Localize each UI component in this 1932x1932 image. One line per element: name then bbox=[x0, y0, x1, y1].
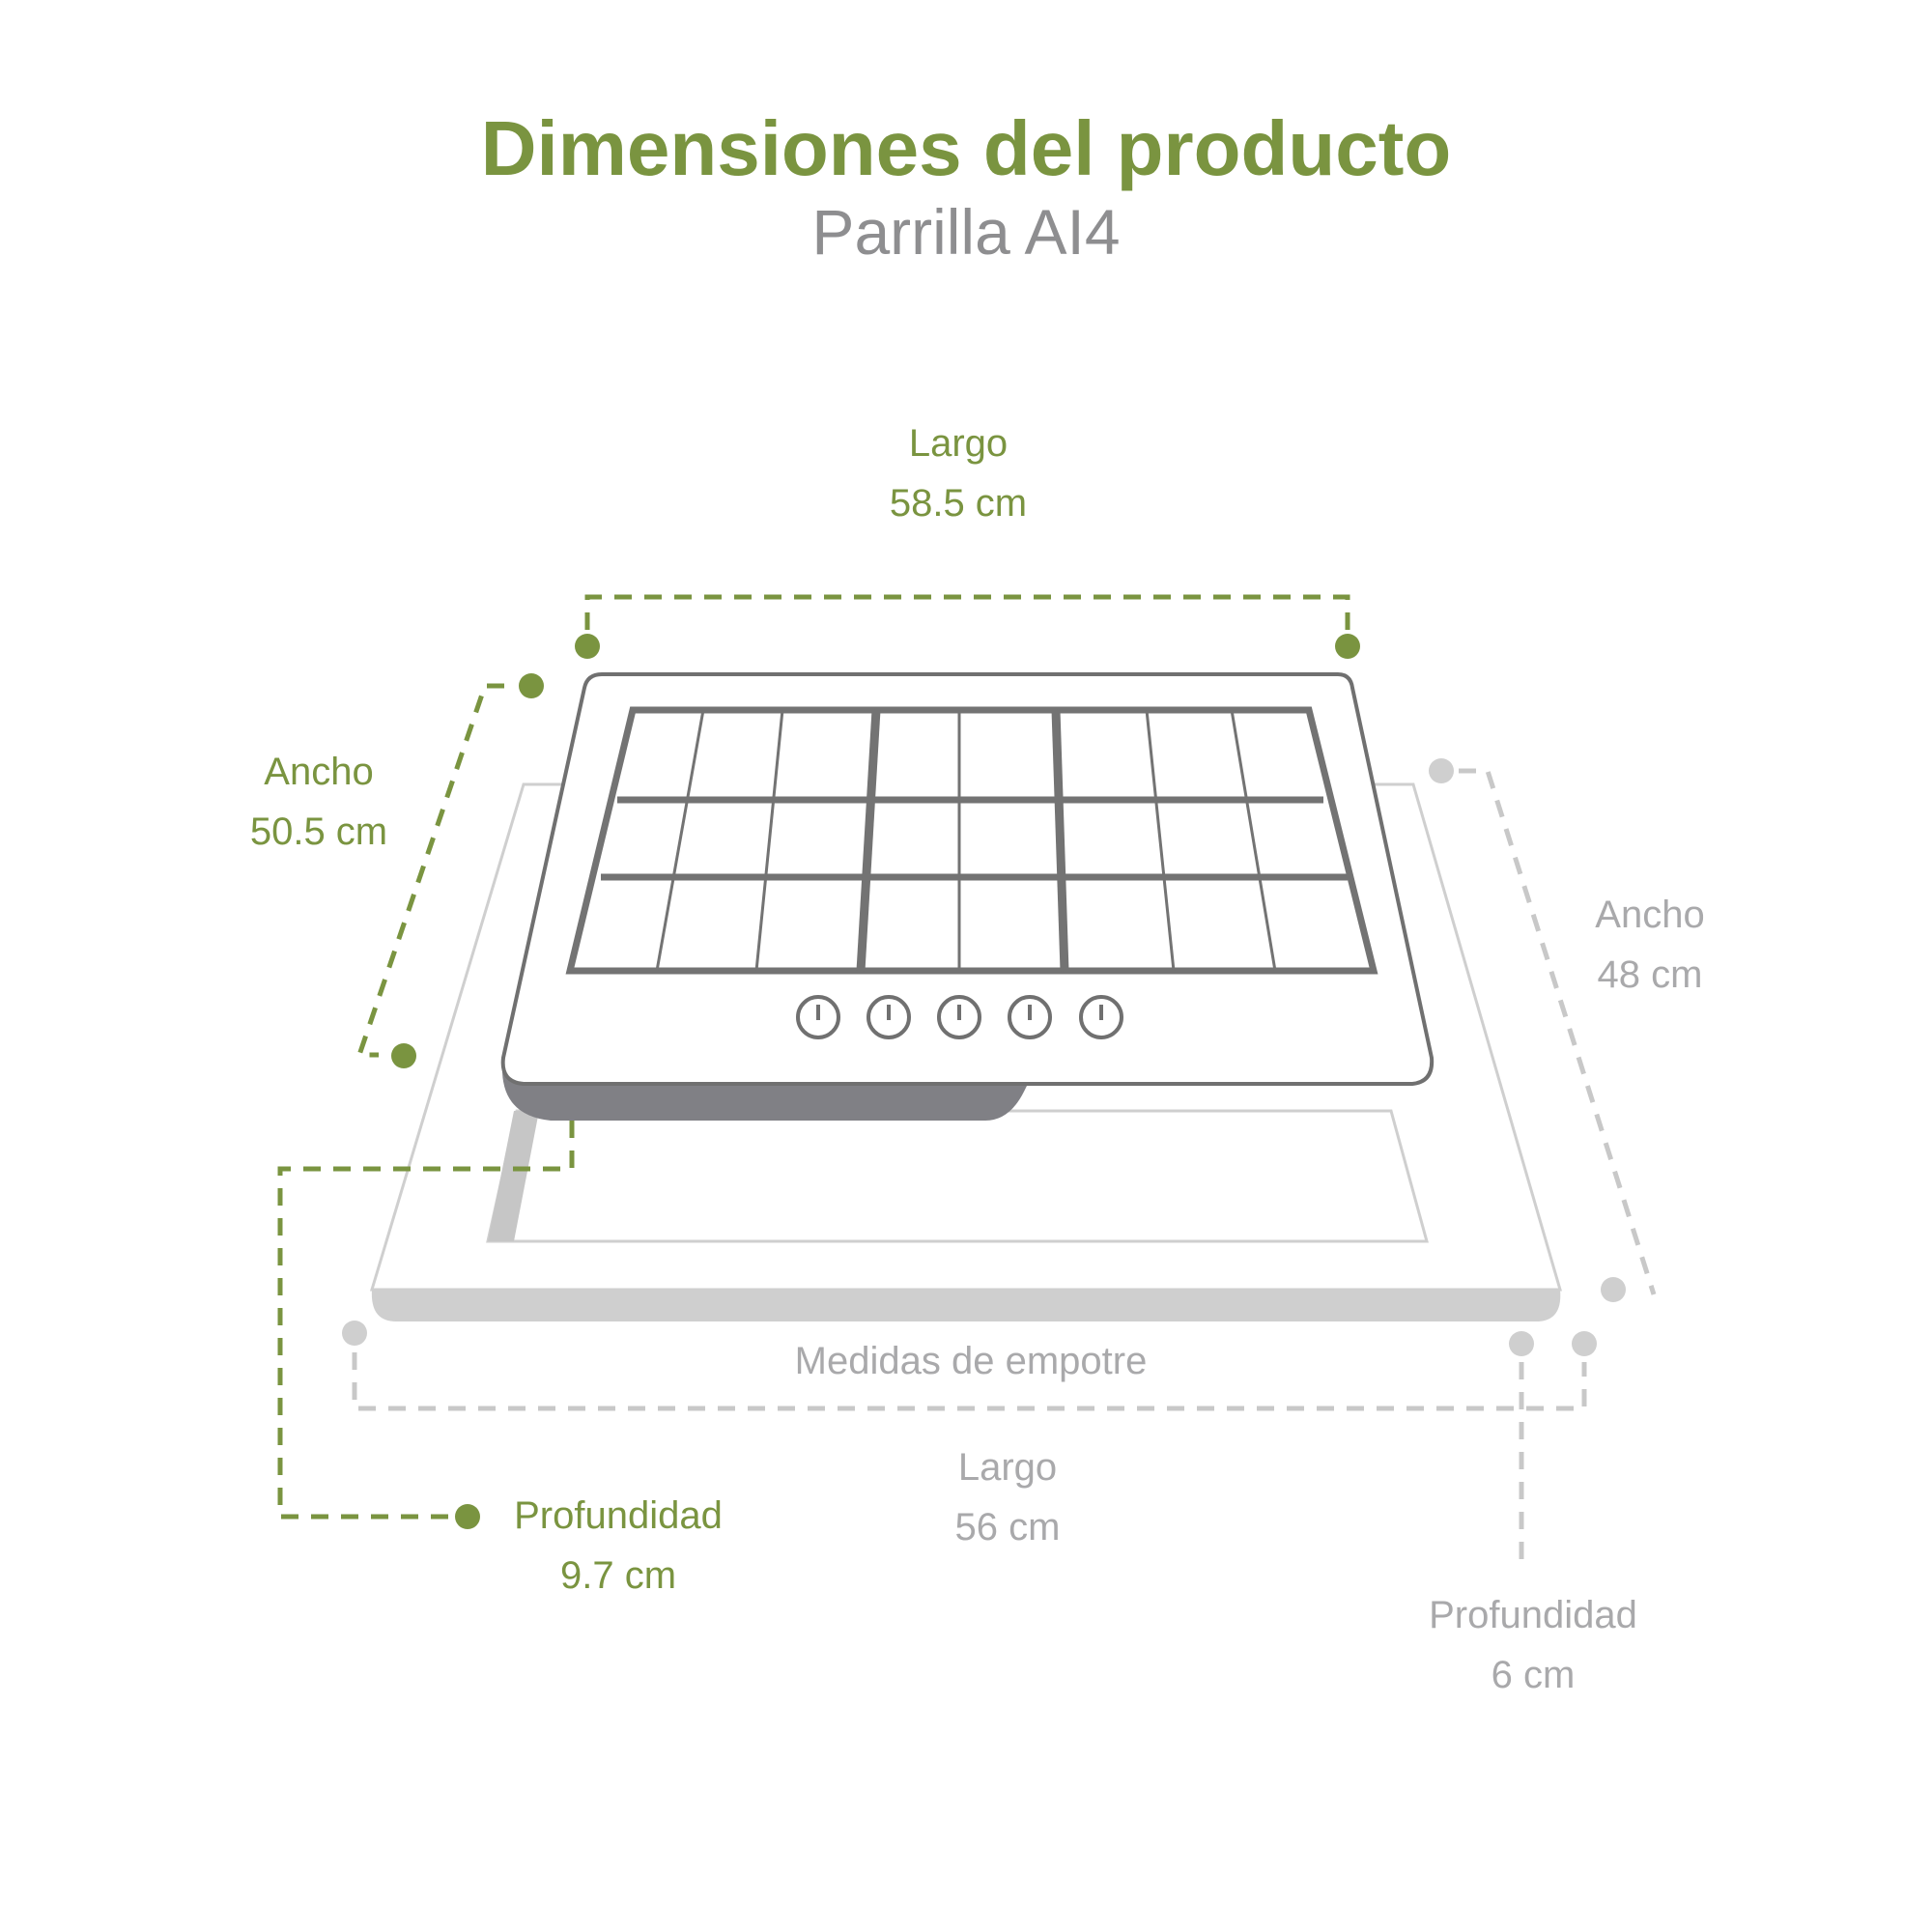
cutout-ancho-line bbox=[1459, 768, 1657, 1295]
page-subtitle: Parrilla AI4 bbox=[811, 196, 1121, 268]
cutout-profundidad-label: Profundidad bbox=[1429, 1594, 1637, 1636]
stove-body bbox=[500, 672, 1435, 1121]
cutout-dimension-lines bbox=[352, 768, 1657, 1565]
grate bbox=[565, 706, 1378, 975]
dot-marker bbox=[1572, 1331, 1597, 1356]
product-profundidad-value: 9.7 cm bbox=[560, 1554, 676, 1597]
dot-marker bbox=[1601, 1277, 1626, 1302]
cutout-dimension-dots bbox=[342, 758, 1626, 1356]
cutout-ancho-value: 48 cm bbox=[1598, 953, 1703, 996]
product-ancho-value: 50.5 cm bbox=[250, 810, 387, 853]
dot-marker bbox=[455, 1504, 480, 1529]
product-dimension-lines bbox=[277, 594, 1350, 1520]
product-largo-line bbox=[584, 594, 1350, 630]
dot-marker bbox=[391, 1043, 416, 1068]
product-ancho-line bbox=[355, 683, 504, 1058]
product-dimension-dots bbox=[391, 634, 1360, 1529]
cutout-largo-line bbox=[352, 1352, 1587, 1411]
product-largo-value: 58.5 cm bbox=[890, 482, 1027, 525]
page-title: Dimensiones del producto bbox=[480, 105, 1452, 191]
cutout-largo-label: Largo bbox=[958, 1446, 1057, 1489]
knobs bbox=[796, 995, 1123, 1039]
cutout-largo-value: 56 cm bbox=[955, 1506, 1061, 1548]
knob-3-icon bbox=[937, 995, 981, 1039]
product-profundidad-label: Profundidad bbox=[514, 1494, 723, 1537]
cutout-heading: Medidas de empotre bbox=[795, 1340, 1148, 1382]
dot-marker bbox=[1335, 634, 1360, 659]
dot-marker bbox=[575, 634, 600, 659]
knob-5-icon bbox=[1079, 995, 1123, 1039]
knob-1-icon bbox=[796, 995, 840, 1039]
product-ancho-label: Ancho bbox=[264, 751, 373, 793]
product-profundidad-line bbox=[277, 1121, 575, 1520]
dot-marker bbox=[519, 673, 544, 698]
knob-4-icon bbox=[1008, 995, 1052, 1039]
dot-marker bbox=[1429, 758, 1454, 783]
dot-marker bbox=[342, 1321, 367, 1346]
knob-2-icon bbox=[867, 995, 911, 1039]
cutout-ancho-label: Ancho bbox=[1595, 894, 1704, 936]
dot-marker bbox=[1509, 1331, 1534, 1356]
cutout-profundidad-value: 6 cm bbox=[1492, 1654, 1576, 1696]
product-largo-label: Largo bbox=[909, 422, 1008, 465]
